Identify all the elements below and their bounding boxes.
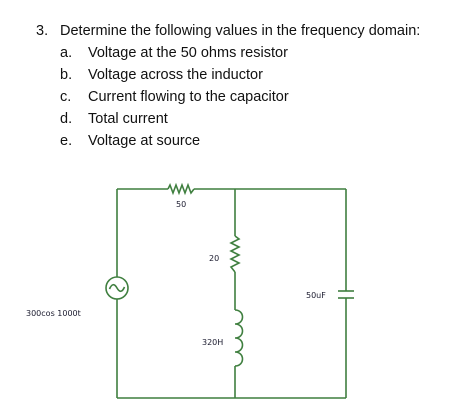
- question-item-c: c. Current flowing to the capacitor: [36, 86, 466, 108]
- item-letter: d.: [60, 111, 73, 127]
- question-items: a. Voltage at the 50 ohms resistor b. Volt…: [36, 42, 466, 152]
- item-text: Current flowing to the capacitor: [88, 89, 289, 105]
- question-heading: 3. Determine the following values in the …: [36, 20, 466, 42]
- item-letter: e.: [60, 133, 73, 149]
- item-text: Voltage at source: [88, 133, 201, 149]
- question-item-d: d. Total current: [36, 108, 466, 130]
- question-item-b: b. Voltage across the inductor: [36, 64, 466, 86]
- inductor-icon: [234, 309, 244, 367]
- question-block: 3. Determine the following values in the …: [36, 20, 466, 152]
- question-number: 3.: [36, 23, 49, 39]
- circuit-wires: [116, 188, 347, 399]
- resistor-icon: [167, 182, 195, 196]
- item-letter: b.: [60, 67, 73, 83]
- source-label: 300cos 1000t: [26, 309, 81, 318]
- capacitor-icon: [338, 290, 354, 299]
- item-letter: a.: [60, 45, 73, 61]
- question-item-e: e. Voltage at source: [36, 130, 466, 152]
- resistor-mid-label: 20: [209, 254, 219, 263]
- item-text: Voltage at the 50 ohms resistor: [88, 45, 288, 61]
- capacitor-label: 50uF: [306, 291, 326, 300]
- question-prompt: Determine the following values in the fr…: [60, 23, 421, 39]
- item-text: Voltage across the inductor: [88, 67, 263, 83]
- item-text: Total current: [88, 111, 168, 127]
- resistor-icon: [229, 235, 241, 273]
- question-item-a: a. Voltage at the 50 ohms resistor: [36, 42, 466, 64]
- ac-source-icon: [105, 276, 129, 300]
- resistor-top-label: 50: [176, 200, 186, 209]
- inductor-label: 320H: [202, 338, 223, 347]
- item-letter: c.: [60, 89, 72, 105]
